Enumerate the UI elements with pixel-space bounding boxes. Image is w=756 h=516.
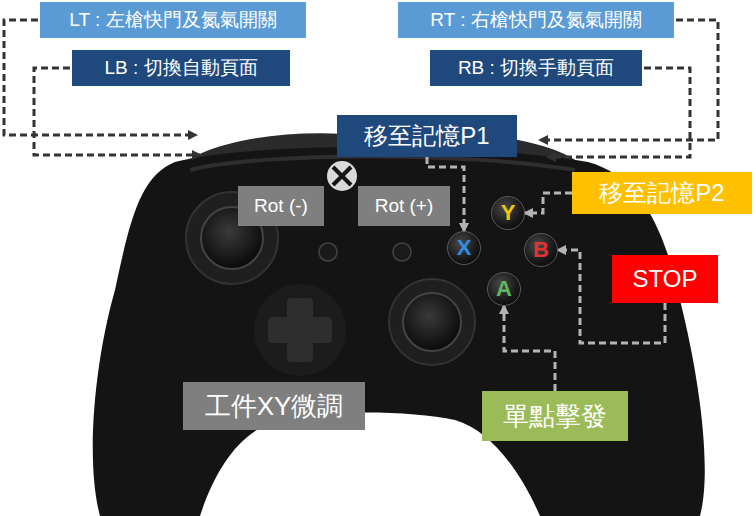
function-label: 單點擊發 [482, 391, 628, 441]
label-text: 單點擊發 [503, 402, 607, 431]
function-label: 移至記憶P1 [337, 115, 517, 157]
button-letter: Y [501, 201, 516, 225]
face-button: B [524, 233, 558, 267]
trigger-label: LT : 左槍快門及氮氣開關 [40, 2, 306, 38]
label-text: 移至記憶P2 [599, 180, 724, 206]
view-button [319, 243, 337, 261]
function-label: STOP [612, 255, 718, 303]
label-text: 工件XY微調 [205, 392, 344, 421]
button-letter: A [496, 277, 512, 301]
function-label: Rot (-) [238, 186, 324, 226]
label-text: 移至記憶P1 [364, 123, 489, 149]
label-text: LB : 切換自動頁面 [104, 58, 257, 79]
label-text: RT : 右槍快門及氮氣開關 [430, 10, 641, 31]
label-text: LT : 左槍快門及氮氣開關 [69, 10, 276, 31]
xbox-logo [327, 161, 357, 191]
trigger-label: RT : 右槍快門及氮氣開關 [398, 2, 674, 38]
bumper-label: RB : 切換手動頁面 [430, 50, 642, 86]
dpad [268, 317, 332, 343]
right-stick-base [389, 279, 475, 365]
function-label: 移至記憶P2 [572, 172, 752, 214]
menu-button [393, 243, 411, 261]
label-text: Rot (+) [375, 196, 434, 217]
face-button: A [487, 272, 521, 306]
face-button: Y [491, 196, 525, 230]
dashed-arrow [525, 193, 572, 213]
body-highlight [190, 157, 575, 171]
label-text: RB : 切換手動頁面 [458, 58, 614, 79]
right-stick [403, 293, 461, 351]
dashed-arrow [504, 306, 555, 391]
xbox-logo-mark [333, 167, 351, 185]
face-button: X [447, 231, 481, 265]
label-text: Rot (-) [254, 196, 308, 217]
dpad-base [254, 284, 346, 376]
button-letter: B [533, 238, 549, 262]
bumper-label: LB : 切換自動頁面 [72, 50, 290, 86]
function-label: 工件XY微調 [183, 382, 365, 430]
function-label: Rot (+) [358, 186, 450, 226]
button-letter: X [457, 236, 472, 260]
label-text: STOP [633, 266, 698, 292]
